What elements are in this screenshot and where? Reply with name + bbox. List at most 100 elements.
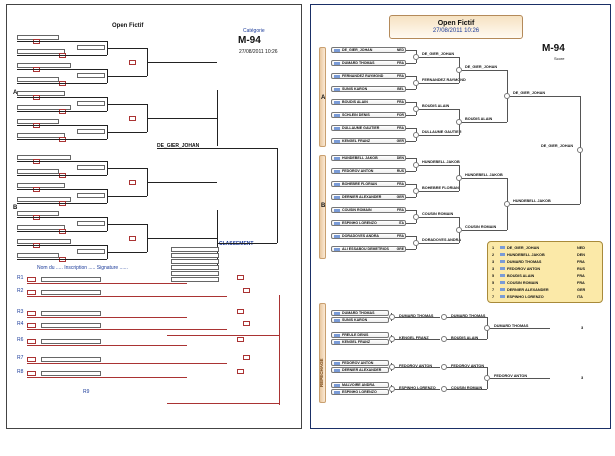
bracket-line bbox=[17, 217, 107, 218]
left-sheet: Open Fictif Catégorie M-94 27/08/2011 10… bbox=[6, 4, 302, 429]
flag-icon bbox=[333, 391, 340, 394]
bronze-rank: 3 bbox=[581, 325, 584, 330]
left-sheet-title: Open Fictif bbox=[112, 23, 144, 29]
score-box bbox=[27, 311, 36, 316]
competitor-country: FRA bbox=[397, 182, 404, 186]
classement-rank: 2 bbox=[492, 253, 495, 257]
competitor-name: DERNIER ALEXANDER bbox=[342, 368, 382, 372]
final-circle bbox=[577, 146, 583, 153]
flag-icon bbox=[333, 183, 340, 186]
flag-icon bbox=[500, 274, 505, 277]
competitor-row bbox=[17, 155, 71, 160]
competitor-country: BEL bbox=[397, 87, 404, 91]
score-box bbox=[129, 236, 136, 241]
flag-icon bbox=[333, 62, 340, 65]
flag-icon bbox=[500, 260, 505, 263]
competitor-row bbox=[77, 221, 105, 226]
classement-country: NED bbox=[577, 246, 586, 250]
classement-name: COUSIN ROMAIN bbox=[507, 281, 539, 285]
competitor-row bbox=[77, 193, 105, 198]
competitor-row bbox=[77, 165, 105, 170]
match-circle bbox=[413, 239, 419, 246]
bracket-line bbox=[147, 182, 217, 183]
match-circle bbox=[413, 161, 419, 168]
flag-icon bbox=[333, 114, 340, 117]
bracket-line bbox=[406, 184, 416, 185]
round3-name: HUNDEBELL JAKOB bbox=[465, 172, 503, 177]
bracket-line bbox=[17, 161, 107, 162]
round3-name: COUSIN ROMAIN bbox=[465, 224, 497, 229]
match-circle bbox=[441, 314, 447, 320]
classement-rank: 1 bbox=[492, 246, 495, 250]
bracket-line bbox=[277, 148, 278, 243]
match-circle bbox=[413, 213, 419, 220]
competitor-row bbox=[17, 225, 65, 230]
competitor-row bbox=[41, 311, 101, 316]
flag-icon bbox=[333, 88, 340, 91]
bracket-line bbox=[27, 377, 187, 378]
match-circle bbox=[456, 66, 462, 73]
classement-country: GER bbox=[577, 288, 586, 292]
right-datetime: 27/08/2011 10:26 bbox=[432, 28, 480, 34]
classement-name: BOUDIS ALAIN bbox=[507, 274, 535, 278]
repechage-entry: DUMARD THOMAS bbox=[331, 310, 389, 316]
match-circle bbox=[389, 336, 395, 342]
left-footer-note: Nom du ..... Inscription ..... Signature… bbox=[37, 265, 128, 271]
score-box bbox=[243, 355, 250, 360]
competitor-name: COUSIN ROMAIN bbox=[342, 208, 372, 212]
round2-name: DULLAUME GAUTIER bbox=[422, 129, 462, 134]
competitor-country: RUS bbox=[396, 169, 404, 173]
score-box bbox=[27, 323, 36, 328]
match-circle bbox=[413, 53, 419, 60]
match-circle bbox=[484, 325, 490, 331]
right-category-sub: Score bbox=[554, 56, 565, 61]
bracket-line bbox=[17, 139, 107, 140]
classement-rank: 7 bbox=[492, 295, 495, 299]
competitor-row bbox=[77, 45, 105, 50]
bracket-line bbox=[107, 104, 147, 105]
bracket-line bbox=[17, 111, 107, 112]
competitor-row bbox=[17, 169, 59, 174]
repechage-code: R7 bbox=[17, 355, 24, 361]
bracket-line bbox=[490, 328, 550, 329]
bracket-line bbox=[462, 69, 507, 71]
round2-name: COUSIN ROMAIN bbox=[422, 211, 454, 216]
bracket-line bbox=[406, 236, 416, 237]
match-circle bbox=[413, 187, 419, 194]
repechage-code: R4 bbox=[17, 321, 24, 327]
left-classement-title: CLASSEMENT bbox=[219, 241, 254, 247]
repechage-code: R8 bbox=[17, 369, 24, 375]
bracket-line bbox=[167, 335, 279, 336]
bracket-line bbox=[406, 89, 416, 90]
flag-icon bbox=[500, 253, 505, 256]
flag-icon bbox=[500, 281, 505, 284]
competitor-name: BOUDIS ALAIN bbox=[342, 100, 368, 104]
score-box bbox=[129, 116, 136, 121]
repechage-entry: MALVOIRE ANDRA bbox=[331, 382, 389, 388]
score-box bbox=[243, 321, 250, 326]
classement-row bbox=[171, 259, 219, 264]
bronze-name: FEDOROV ANTON bbox=[494, 374, 528, 378]
repechage-round1-name: KENGEL FRANZ bbox=[399, 336, 429, 340]
bracket-line bbox=[17, 55, 107, 56]
repechage-entry: SUNIS KARON bbox=[331, 317, 389, 323]
competitor-name: HUNDEBELL JAKOB bbox=[342, 156, 378, 160]
competitor-name: MALVOIRE ANDRA bbox=[342, 383, 375, 387]
pool-winner-name: DE_GIER_JOHAN bbox=[513, 90, 546, 95]
classement-country: FRA bbox=[577, 260, 585, 264]
classement-country: ITA bbox=[577, 295, 583, 299]
flag-icon bbox=[333, 157, 340, 160]
pool-b-bar bbox=[319, 155, 326, 259]
competitor-country: GRE bbox=[396, 247, 404, 251]
bracket-line bbox=[395, 317, 440, 318]
flag-icon bbox=[333, 49, 340, 52]
bracket-line bbox=[419, 242, 459, 244]
repechage-round2-name: DUMARD THOMAS bbox=[451, 314, 486, 318]
match-circle bbox=[456, 226, 462, 233]
competitor-country: GER bbox=[396, 139, 404, 143]
flag-icon bbox=[333, 248, 340, 251]
